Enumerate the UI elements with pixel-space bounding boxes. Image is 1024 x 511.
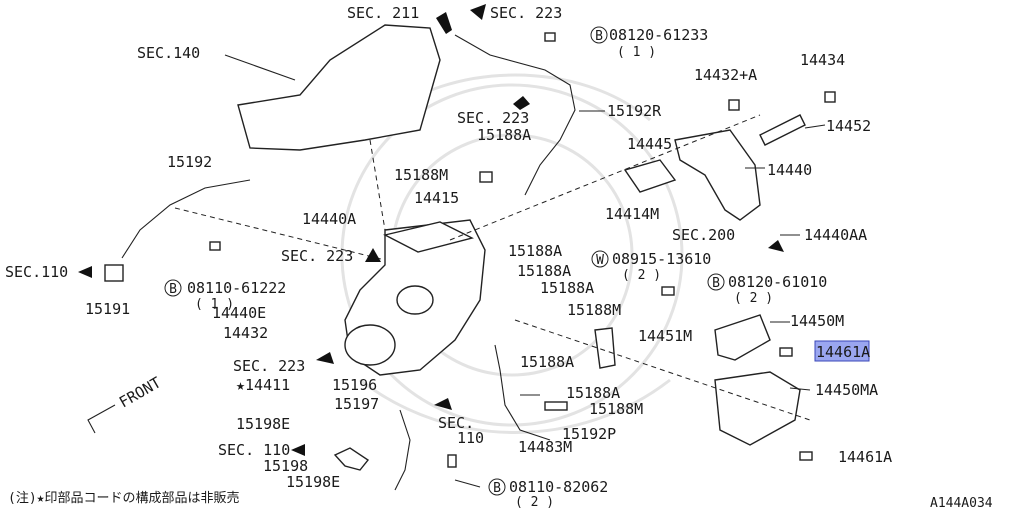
label-qty-1-top: ( 1 ) — [617, 45, 656, 60]
leader-lines — [174, 54, 826, 488]
label-15192r[interactable]: 15192R — [607, 102, 662, 120]
label-15191[interactable]: 15191 — [85, 300, 130, 318]
label-14440a[interactable]: 14440A — [302, 210, 356, 228]
label-qty-1-left: ( 1 ) — [195, 297, 234, 312]
label-bolt-08120-61233[interactable]: 08120-61233 — [609, 26, 708, 44]
label-14483m[interactable]: 14483M — [518, 438, 572, 456]
label-15198[interactable]: 15198 — [263, 457, 308, 475]
circle-markers — [164, 26, 725, 496]
marker-b: B — [493, 481, 501, 496]
label-15192p[interactable]: 15192P — [562, 425, 616, 443]
label-sec110-low[interactable]: SEC. 110 — [218, 441, 290, 459]
label-qty-2-washer: ( 2 ) — [622, 268, 661, 283]
label-15188a-1[interactable]: 15188A — [477, 126, 531, 144]
label-sec223-low[interactable]: SEC. 223 — [233, 357, 305, 375]
oil-pipe-15192r[interactable] — [454, 34, 576, 196]
label-14445[interactable]: 14445 — [627, 135, 672, 153]
label-14415[interactable]: 14415 — [414, 189, 459, 207]
label-front: FRONT — [116, 373, 164, 411]
marker-b: B — [595, 29, 603, 44]
exhaust-outlet-14440-part[interactable] — [674, 129, 761, 221]
fitting-15191-part[interactable] — [104, 264, 124, 282]
label-qty-2-low: ( 2 ) — [515, 495, 554, 510]
label-bolt-08110-82062[interactable]: 08110-82062 — [509, 478, 608, 496]
label-14452[interactable]: 14452 — [826, 117, 871, 135]
label-15198e-1[interactable]: 15198E — [236, 415, 290, 433]
label-washer-08915-13610[interactable]: 08915-13610 — [612, 250, 711, 268]
label-14440[interactable]: 14440 — [767, 161, 812, 179]
watermark-emblem — [340, 73, 684, 434]
heat-shield-14450ma-part[interactable] — [714, 371, 801, 446]
label-14432a[interactable]: 14432+A — [694, 66, 757, 84]
label-15188m-1[interactable]: 15188M — [394, 166, 448, 184]
label-14414m[interactable]: 14414M — [605, 205, 659, 223]
heat-shield-14450m-part[interactable] — [714, 314, 771, 361]
direction-arrows — [78, 4, 784, 456]
label-sec110-left[interactable]: SEC.110 — [5, 263, 68, 281]
label-14451m[interactable]: 14451M — [638, 327, 692, 345]
gasket-14445-part[interactable] — [623, 159, 677, 193]
label-sec223-top[interactable]: SEC. 223 — [490, 4, 562, 22]
water-pipe-15192[interactable] — [121, 179, 251, 259]
gasket-14415-part[interactable] — [382, 221, 474, 253]
label-sec140[interactable]: SEC.140 — [137, 44, 200, 62]
marker-b: B — [169, 282, 177, 297]
label-qty-2-bolt: ( 2 ) — [734, 291, 773, 306]
label-14432[interactable]: 14432 — [223, 324, 268, 342]
label-sec223-left[interactable]: SEC. 223 — [281, 247, 353, 265]
label-14450m[interactable]: 14450M — [790, 312, 844, 330]
pipe-15197-part[interactable] — [394, 409, 411, 491]
label-14461a-highlighted[interactable]: 14461A — [816, 343, 870, 361]
label-15198e-2[interactable]: 15198E — [286, 473, 340, 491]
footnote-note: (注)★印部品コードの構成部品は非販売 — [8, 490, 239, 506]
label-14440e[interactable]: 14440E — [212, 304, 266, 322]
label-sec200[interactable]: SEC.200 — [672, 226, 735, 244]
label-sec223-mid[interactable]: SEC. 223 — [457, 109, 529, 127]
label-15196[interactable]: 15196 — [332, 376, 377, 394]
label-sec211[interactable]: SEC. 211 — [347, 4, 419, 22]
label-sec-110-num[interactable]: 110 — [457, 429, 484, 447]
label-15188m-3[interactable]: 15188M — [589, 400, 643, 418]
bracket-14451m-part[interactable] — [594, 327, 616, 369]
label-bolt-08120-61010[interactable]: 08120-61010 — [728, 273, 827, 291]
bracket-14452-part[interactable] — [759, 114, 806, 146]
marker-b: B — [712, 276, 720, 291]
turbine-inlet-part[interactable] — [396, 285, 434, 315]
label-14411[interactable]: ★14411 — [236, 376, 290, 394]
figure-code: A144A034 — [930, 496, 993, 511]
label-14434[interactable]: 14434 — [800, 51, 845, 69]
label-15188a-4[interactable]: 15188A — [540, 279, 594, 297]
exhaust-manifold-part[interactable] — [237, 24, 441, 151]
label-14450ma[interactable]: 14450MA — [815, 381, 878, 399]
label-15188a-5[interactable]: 15188A — [520, 353, 574, 371]
label-14440aa[interactable]: 14440AA — [804, 226, 867, 244]
bolts — [209, 32, 836, 468]
label-15188a-6[interactable]: 15188A — [566, 384, 620, 402]
label-15197[interactable]: 15197 — [334, 395, 379, 413]
label-15188m-2[interactable]: 15188M — [567, 301, 621, 319]
hose-15198-part[interactable] — [333, 447, 370, 471]
label-bolt-08110-61222[interactable]: 08110-61222 — [187, 279, 286, 297]
oil-return-pipe-15192p[interactable] — [494, 344, 551, 441]
label-15188a-2[interactable]: 15188A — [508, 242, 562, 260]
label-15192[interactable]: 15192 — [167, 153, 212, 171]
marker-w: W — [596, 253, 604, 268]
label-sec-link[interactable]: SEC. — [438, 414, 474, 432]
label-14461a[interactable]: 14461A — [838, 448, 892, 466]
label-15188a-3[interactable]: 15188A — [517, 262, 571, 280]
highlighted-part-box — [814, 340, 870, 362]
compressor-outlet-part[interactable] — [344, 324, 396, 366]
